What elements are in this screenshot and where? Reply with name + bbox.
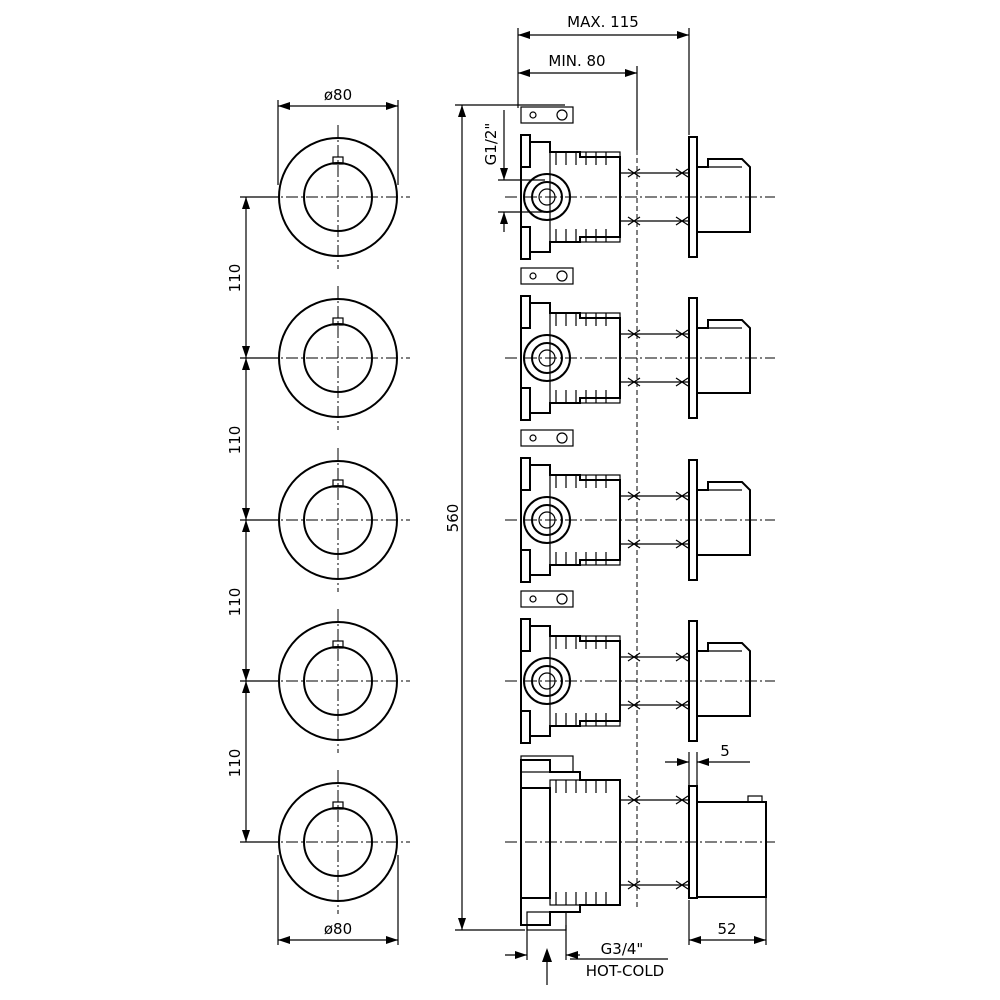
handle-stop-button xyxy=(747,795,763,803)
outlet-thread-dimension: G1/2" xyxy=(482,110,545,232)
lug-hole xyxy=(529,434,537,442)
lug-hole xyxy=(529,272,537,280)
rosette-4 xyxy=(266,609,410,753)
front-top-diameter-dimension: ø80 xyxy=(277,86,399,185)
thermostat-handle xyxy=(696,801,767,898)
mounting-lug xyxy=(520,429,574,447)
spacing-label-3: 110 xyxy=(226,588,244,617)
front-spacing-dimensions xyxy=(240,196,278,843)
handle-depth-dimension: 52 xyxy=(688,860,767,945)
min-depth-label: MIN. 80 xyxy=(548,52,605,70)
spacing-arrow-up xyxy=(242,358,250,370)
outlet-thread-label: G1/2" xyxy=(482,123,500,166)
diverter-body-2 xyxy=(505,267,775,421)
inlet-thread-label: G3/4" xyxy=(601,940,644,958)
lug-hole xyxy=(556,432,568,444)
overall-height-dimension: 560 xyxy=(444,104,565,931)
inlet-dimension: G3/4" HOT-COLD xyxy=(505,925,668,985)
spacing-arrow-up xyxy=(242,520,250,532)
plate-thickness-label: 5 xyxy=(720,742,730,760)
front-top-diameter-label: ø80 xyxy=(324,86,352,104)
shaft-mark xyxy=(627,652,689,662)
shaft-mark xyxy=(627,539,689,549)
diverter-body-4 xyxy=(505,590,775,744)
lug-hole xyxy=(529,595,537,603)
spacing-arrow-down xyxy=(242,830,250,842)
inlet-fitting xyxy=(526,911,567,931)
back-plate xyxy=(520,134,531,260)
shaft-mark xyxy=(627,491,689,501)
diverter-body-3 xyxy=(505,429,775,583)
back-plate xyxy=(520,457,531,583)
mixing-chamber xyxy=(520,787,551,899)
shaft-mark xyxy=(627,216,689,226)
back-plate xyxy=(520,618,531,744)
front-bottom-diameter-label: ø80 xyxy=(324,920,352,938)
rosette-3 xyxy=(266,448,410,592)
overall-height-label: 560 xyxy=(444,504,462,533)
mounting-lug xyxy=(520,267,574,285)
max-depth-dimension: MAX. 115 xyxy=(517,13,690,135)
handle-body xyxy=(696,481,751,556)
shaft-mark xyxy=(627,795,689,890)
mounting-lug xyxy=(520,106,574,124)
handle-depth-label: 52 xyxy=(717,920,736,938)
lug-hole xyxy=(556,270,568,282)
shaft-mark xyxy=(627,700,689,710)
min-depth-dimension: MIN. 80 xyxy=(518,52,638,150)
handle-body xyxy=(696,642,751,717)
front-bottom-diameter-dimension: ø80 xyxy=(277,855,399,945)
spacing-label-4: 110 xyxy=(226,749,244,778)
back-plate xyxy=(520,295,531,421)
lug-hole xyxy=(556,109,568,121)
handle-body xyxy=(696,158,751,233)
spacing-label-2: 110 xyxy=(226,426,244,455)
spacing-arrow-up xyxy=(242,681,250,693)
shaft-mark xyxy=(627,329,689,339)
thermostatic-body xyxy=(505,755,775,931)
shaft-mark xyxy=(627,168,689,178)
spacing-arrow-down xyxy=(242,508,250,520)
mounting-lug xyxy=(520,590,574,608)
lug-hole xyxy=(529,111,537,119)
shaft-mark xyxy=(627,377,689,387)
spacing-arrow-down xyxy=(242,669,250,681)
rosette-2 xyxy=(266,286,410,430)
inlet-hot-cold-label: HOT-COLD xyxy=(586,962,664,980)
handle-body xyxy=(696,319,751,394)
spacing-label-1: 110 xyxy=(226,264,244,293)
rosette-5 xyxy=(266,770,410,914)
front-view xyxy=(266,125,410,914)
spacing-arrow-up xyxy=(242,197,250,209)
lug-hole xyxy=(556,593,568,605)
spacing-arrow-down xyxy=(242,346,250,358)
plate-thickness-dimension: 5 xyxy=(665,742,750,790)
side-view xyxy=(505,106,775,931)
max-depth-label: MAX. 115 xyxy=(567,13,639,31)
diverter-body-1 xyxy=(505,106,775,260)
mounting-lug xyxy=(520,755,574,773)
rosette-1 xyxy=(266,125,410,269)
